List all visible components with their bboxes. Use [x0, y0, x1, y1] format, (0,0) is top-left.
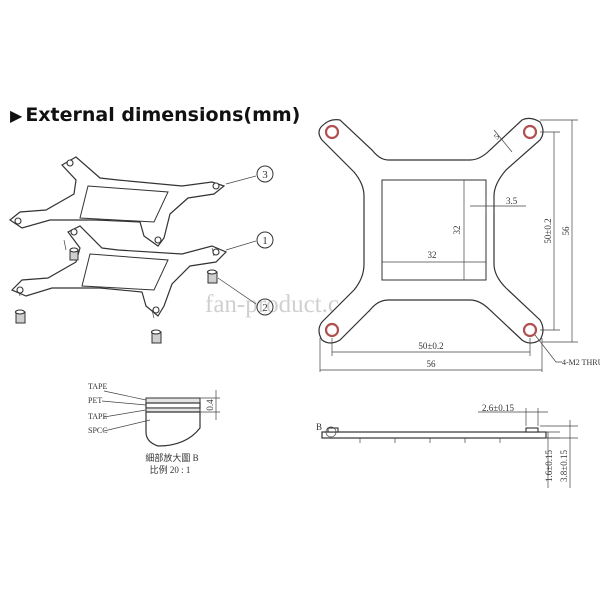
hole-callout-leader — [534, 334, 562, 363]
hole-bot-c — [152, 306, 160, 314]
layer-detail: TAPE PET TAPE SPCC 0.4 細部放大圖 B 比例 20 : 1 — [88, 382, 220, 475]
side-plate — [321, 431, 547, 439]
side-standoff-right — [525, 427, 539, 433]
title-text: External dimensions(mm) — [25, 104, 301, 126]
standoff-group — [14, 247, 218, 344]
hole-v-dim-line — [540, 131, 560, 331]
side-view: B 2.6±0.15 1.6±0.15 3.8±0.15 — [316, 403, 578, 488]
inner-square — [381, 179, 487, 281]
mount-hole-tl — [324, 124, 340, 140]
overall-width: 56 — [427, 359, 437, 369]
bracket-outline — [318, 117, 544, 344]
side-tabs — [359, 438, 501, 443]
hole-top-c — [154, 236, 162, 244]
layer-tape-top — [145, 397, 201, 404]
hole-spacing-v: 50±0.2 — [543, 218, 553, 243]
slot-dim-line — [493, 129, 513, 153]
side-standoff-left — [327, 427, 339, 433]
exploded-bottom-window — [81, 253, 169, 291]
exploded-top-window — [79, 185, 169, 223]
hole-spacing-h: 50±0.2 — [418, 341, 443, 351]
exploded-view: 3 1 2 — [8, 156, 274, 344]
leader-2 — [217, 277, 257, 305]
hole-bot-b — [212, 248, 220, 256]
callout-circle-3 — [256, 165, 274, 183]
total-height: 3.8±0.15 — [559, 450, 569, 482]
exploded-plate-bottom — [10, 225, 228, 317]
plate-thickness: 1.6±0.15 — [544, 450, 554, 482]
layer-dim-lines — [200, 390, 220, 420]
layer-leader-4 — [103, 419, 151, 432]
layer-leader-1 — [103, 390, 147, 401]
mount-hole-tr — [522, 124, 538, 140]
leader-1 — [225, 240, 257, 251]
layer-spcc — [145, 411, 201, 447]
callout-1: 1 — [262, 235, 268, 247]
layer-label-tape2: TAPE — [88, 412, 107, 421]
exploded-plate-top — [8, 156, 226, 247]
layer-pet — [145, 402, 201, 409]
edge-offset: 3.5 — [506, 196, 518, 206]
hole-bot-d — [16, 286, 24, 294]
hole-bot-a — [70, 228, 78, 236]
layer-label-pet: PET — [88, 396, 102, 405]
layer-leader-3 — [103, 409, 147, 418]
hole-top-b — [212, 182, 220, 190]
detail-caption-1: 細部放大圖 B — [145, 452, 198, 463]
detail-b-circle — [325, 426, 337, 438]
hole-top-a — [66, 159, 74, 167]
callout-circle-2 — [256, 298, 274, 316]
mount-hole-br — [522, 322, 538, 338]
hole-callout: 4-M2 THRU — [562, 358, 600, 367]
layer-label-tape1: TAPE — [88, 382, 107, 391]
standoff-dim-line — [478, 408, 548, 426]
leader-3 — [225, 175, 257, 185]
overall-v-dim-line — [540, 119, 578, 343]
inner-square-v: 32 — [452, 226, 462, 235]
callout-circle-1 — [256, 231, 274, 249]
detail-b-label: B — [316, 422, 322, 432]
arrow-triangle-icon: ▶ — [10, 106, 23, 125]
inner-square-h: 32 — [428, 250, 437, 260]
standoff-width: 2.6±0.15 — [482, 403, 514, 413]
callout-3: 3 — [262, 169, 268, 181]
layer-label-spcc: SPCC — [88, 426, 108, 435]
layer-leader-2 — [101, 400, 147, 406]
hole-top-d — [14, 217, 22, 225]
standoff-b-top — [206, 269, 218, 275]
detail-caption-2: 比例 20 : 1 — [150, 464, 191, 475]
page-title: ▶External dimensions(mm) — [10, 104, 300, 126]
mount-hole-bl — [324, 322, 340, 338]
standoff-a-top — [69, 247, 79, 253]
standoff-d-top — [150, 329, 162, 335]
callout-2: 2 — [262, 302, 268, 314]
hole-h-dim-line — [331, 338, 531, 356]
layer-thickness: 0.4 — [205, 399, 215, 411]
overall-height: 56 — [561, 226, 571, 236]
standoff-c-top — [14, 309, 26, 315]
offset-dim-line — [470, 198, 526, 214]
slot-width: 5 — [492, 132, 501, 141]
front-view: 5 3.5 32 32 50±0.2 56 50±0.2 56 4-M2 THR… — [318, 117, 600, 372]
total-height-dim-line — [540, 420, 578, 488]
